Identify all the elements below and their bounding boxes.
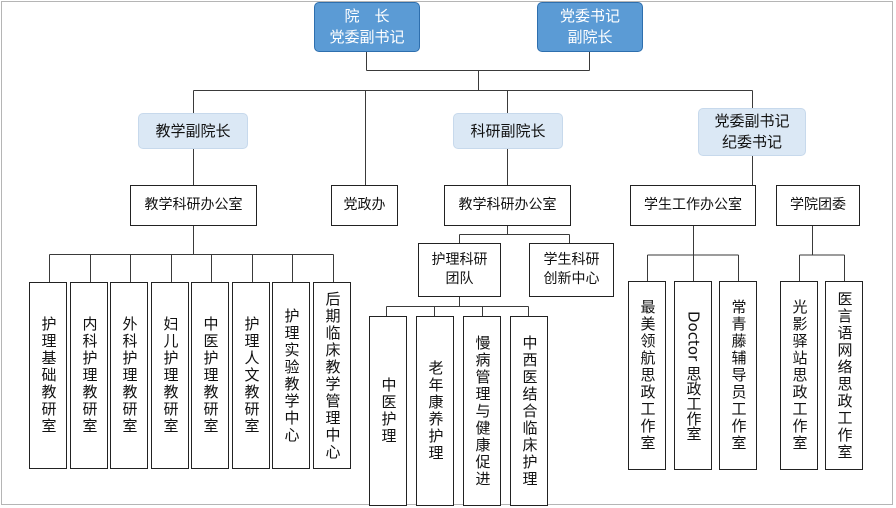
student-studio-label: Doctor 思政工作室 xyxy=(684,310,703,441)
student-innovation-center-box: 学生科研 创新中心 xyxy=(529,243,614,297)
teaching-vp-box: 教学副院长 xyxy=(138,113,248,149)
party-secretary-subtitle: 副院长 xyxy=(567,28,613,46)
league-studio-label: 医言语网络思政工作室 xyxy=(835,290,854,461)
research-team-unit-label: 老年康养护理 xyxy=(426,360,445,462)
research-team-unit-label: 慢病管理与健康促进 xyxy=(473,334,492,488)
student-affairs-office-box: 学生工作办公室 xyxy=(630,185,756,226)
student-innovation-center-label: 学生科研 xyxy=(543,252,600,268)
research-team-unit-box: 老年康养护理 xyxy=(416,316,454,506)
research-office-box: 教学科研办公室 xyxy=(444,185,571,226)
teaching-unit-label: 中医护理教研室 xyxy=(201,316,220,435)
research-team-unit-box: 慢病管理与健康促进 xyxy=(463,316,501,506)
teaching-research-office-label: 教学科研办公室 xyxy=(144,197,243,213)
teaching-unit-box: 护理基础教研室 xyxy=(29,282,67,469)
teaching-vp-label: 教学副院长 xyxy=(155,121,231,140)
teaching-unit-box: 护理人文教研室 xyxy=(232,282,270,469)
student-studio-label: 常青藤辅导员工作室 xyxy=(729,299,748,452)
president-box: 院 长 党委副书记 xyxy=(314,2,420,52)
party-office-label: 党政办 xyxy=(343,197,386,213)
teaching-unit-box: 护理实验教学中心 xyxy=(272,282,310,469)
research-team-unit-box: 中西医结合临床护理 xyxy=(510,316,548,506)
nursing-research-team-box: 护理科研 团队 xyxy=(418,243,501,297)
teaching-unit-label: 后期临床教学管理中心 xyxy=(323,290,342,461)
student-studio-box: Doctor 思政工作室 xyxy=(674,281,712,470)
discipline-secretary-title: 党委副书记 xyxy=(714,112,790,130)
teaching-unit-box: 中医护理教研室 xyxy=(191,282,229,469)
president-subtitle: 党委副书记 xyxy=(329,28,405,46)
teaching-unit-label: 护理人文教研室 xyxy=(242,316,261,435)
teaching-unit-box: 妇儿护理教研室 xyxy=(151,282,189,469)
research-team-unit-label: 中西医结合临床护理 xyxy=(520,334,539,488)
teaching-unit-box: 后期临床教学管理中心 xyxy=(313,282,351,469)
discipline-secretary-box: 党委副书记 纪委书记 xyxy=(698,108,806,156)
student-studio-label: 最美领航思政工作室 xyxy=(638,299,657,452)
president-title: 院 长 xyxy=(344,7,390,25)
student-studio-box: 常青藤辅导员工作室 xyxy=(719,281,757,470)
student-studio-box: 最美领航思政工作室 xyxy=(628,281,666,470)
league-studio-box: 光影驿站思政工作室 xyxy=(780,281,818,470)
research-team-unit-box: 中医护理 xyxy=(369,316,407,506)
teaching-research-office-box: 教学科研办公室 xyxy=(130,185,257,226)
league-studio-label: 光影驿站思政工作室 xyxy=(790,299,809,452)
nursing-research-team-sublabel: 团队 xyxy=(445,271,474,287)
teaching-unit-box: 内科护理教研室 xyxy=(70,282,108,469)
teaching-unit-label: 护理实验教学中心 xyxy=(282,307,301,444)
teaching-unit-box: 外科护理教研室 xyxy=(110,282,148,469)
research-office-label: 教学科研办公室 xyxy=(458,197,557,213)
research-vp-label: 科研副院长 xyxy=(470,121,546,140)
teaching-unit-label: 外科护理教研室 xyxy=(120,316,139,435)
research-vp-box: 科研副院长 xyxy=(453,113,563,149)
student-innovation-center-sublabel: 创新中心 xyxy=(543,271,600,287)
teaching-unit-label: 护理基础教研室 xyxy=(39,316,58,435)
youth-league-box: 学院团委 xyxy=(776,185,860,226)
teaching-unit-label: 内科护理教研室 xyxy=(80,316,99,435)
youth-league-label: 学院团委 xyxy=(790,197,846,213)
league-studio-box: 医言语网络思政工作室 xyxy=(825,281,863,470)
research-team-unit-label: 中医护理 xyxy=(379,377,398,445)
student-affairs-office-label: 学生工作办公室 xyxy=(644,197,742,213)
teaching-unit-label: 妇儿护理教研室 xyxy=(161,316,180,435)
party-office-box: 党政办 xyxy=(331,185,398,226)
party-secretary-title: 党委书记 xyxy=(559,7,620,25)
nursing-research-team-label: 护理科研 xyxy=(431,252,488,268)
party-secretary-box: 党委书记 副院长 xyxy=(537,2,643,52)
discipline-secretary-subtitle: 纪委书记 xyxy=(721,133,782,151)
